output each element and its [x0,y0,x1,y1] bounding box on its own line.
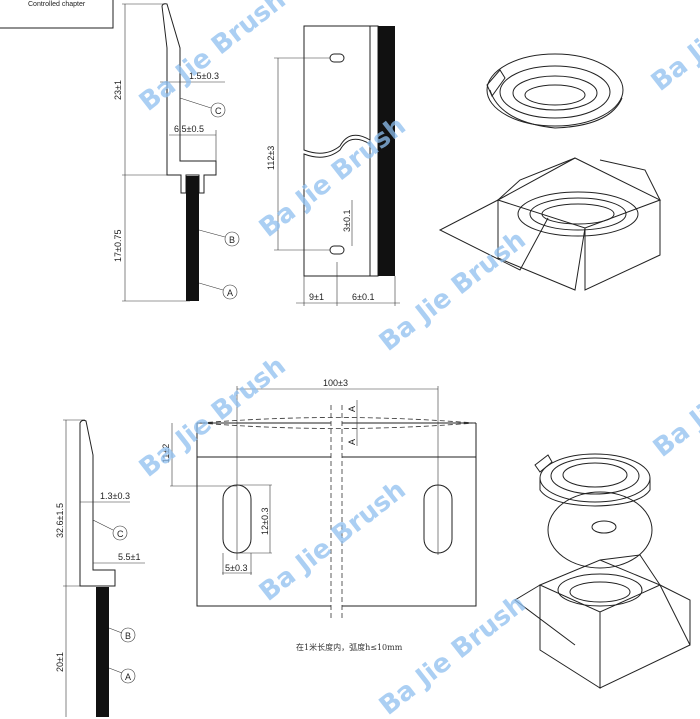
dim-6: 6±0.1 [352,292,374,302]
section-a-top: A [347,406,357,412]
dim-9: 9±1 [309,292,324,302]
dim-17: 17±0.75 [113,230,123,262]
watermark: Ba Jie Brush [374,589,532,719]
dim-32-6: 32.6±1.5 [55,503,65,538]
box-illustration-top [438,157,662,291]
dim-20: 20±1 [55,652,65,672]
callout-c-bottom: C [117,529,124,539]
top-profile-section: 23±1 17±0.75 1.5±0.3 6.5±0.5 C B A [113,3,240,302]
stamp-text: Controlled chapter [28,1,86,8]
dim-12: 12±0.3 [260,508,270,535]
callout-b-bottom: B [125,631,131,641]
slot-bottom [329,245,345,255]
disk-illustration [547,491,653,569]
watermark: Ba Jie Brush [134,351,292,484]
bristle-strip [186,176,199,301]
coil-illustration-top [486,53,624,129]
dim-23: 23±1 [113,80,123,100]
watermark: Ba Jie Brush [648,331,700,464]
controlled-chapter-box: Controlled chapter [0,0,114,29]
watermark: Ba Jie Brush [134,0,292,118]
bottom-profile-section: 32.6±1.5 20±1 1.3±0.3 C 5.5±1 B A [55,419,145,717]
dim-11: 11±2 [161,444,171,463]
bow-tolerance-note: 在1米长度内，弧度h≤10mm [296,642,403,652]
coil-illustration-bottom [534,453,651,507]
watermark: Ba Jie Brush [646,0,700,98]
dim-5-5: 5.5±1 [118,552,140,562]
callout-c: C [215,106,222,116]
watermark: Ba Jie Brush [254,475,412,608]
watermark: Ba Jie Brush [374,225,532,358]
section-a-bottom: A [347,439,357,445]
callout-a-bottom: A [125,672,131,682]
dim-3: 3±0.1 [342,210,352,232]
dim-6-5: 6.5±0.5 [174,124,204,134]
dim-112: 112±3 [266,146,276,170]
dim-5: 5±0.3 [225,563,247,573]
bristle-strip-bottom [96,587,109,717]
dim-1-3: 1.3±0.3 [100,491,130,501]
bottom-plate-view: 100±3 A A 11±2 12±0.3 5±0.3 在1米长度内，弧度h≤1… [161,378,477,652]
dim-100: 100±3 [323,378,348,388]
callout-b: B [229,235,235,245]
slot-right [423,484,453,554]
top-side-view: 112±3 3±0.1 9±1 6±0.1 [266,25,400,306]
callout-a: A [227,288,233,298]
dim-1-5: 1.5±0.3 [189,71,219,81]
slot-top [329,53,345,63]
box-illustration-bottom [514,554,691,689]
